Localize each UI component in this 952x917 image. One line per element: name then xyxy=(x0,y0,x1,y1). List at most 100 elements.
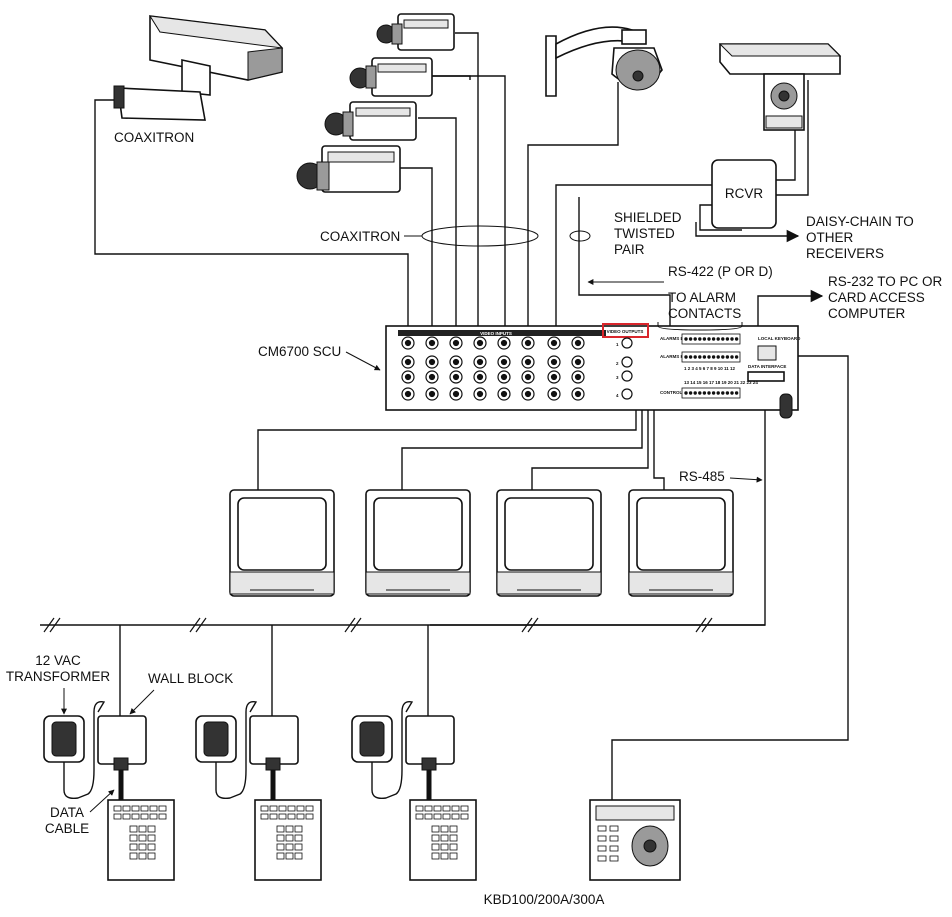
bnc-connector-pin xyxy=(524,358,532,366)
bnc-connector-pin xyxy=(452,373,460,381)
video-outputs-label: VIDEO OUTPUTS xyxy=(607,329,644,334)
terminal-screw xyxy=(707,337,711,341)
terminal-screw xyxy=(716,355,720,359)
terminal-screw xyxy=(734,355,739,359)
terminal-screw xyxy=(730,355,734,359)
transformer-icon xyxy=(195,701,258,800)
transformer-label-line1: 12 VAC xyxy=(35,653,81,668)
bnc-connector-pin xyxy=(428,358,436,366)
bnc-connector-pin xyxy=(476,373,484,381)
video-output-connectors xyxy=(621,337,633,400)
bnc-connector-pin xyxy=(550,373,558,381)
coaxitron-label: COAXITRON xyxy=(320,229,400,244)
wall-block-icon xyxy=(405,715,455,800)
bnc-connector-pin xyxy=(404,339,412,347)
power-cord-plug xyxy=(779,393,793,419)
transformer-icon xyxy=(43,701,106,800)
terminal-screw xyxy=(693,391,697,395)
terminal-screw xyxy=(716,337,720,341)
keyboard-station xyxy=(43,701,175,881)
terminal-screw xyxy=(721,391,725,395)
monitor-icon xyxy=(496,489,602,597)
bnc-connector-pin xyxy=(500,390,508,398)
data-interface-terminal xyxy=(747,371,785,382)
bnc-connector-pin xyxy=(452,339,460,347)
monitor-icon xyxy=(628,489,734,597)
bnc-connector-pin xyxy=(550,390,558,398)
terminal-screw xyxy=(730,391,734,395)
rj-port xyxy=(757,345,777,361)
terminal-screw xyxy=(711,391,716,395)
transformer-icon xyxy=(351,701,414,800)
alarm-numbers-high: 13 14 15 16 17 18 19 20 21 22 23 24 xyxy=(684,380,758,385)
alarms-low-label: ALARMS LOW xyxy=(660,336,692,341)
terminal-screw xyxy=(734,337,739,341)
terminal-screw xyxy=(688,337,693,341)
bnc-connector-pin xyxy=(428,339,436,347)
alarm-label-line1: TO ALARM xyxy=(668,290,736,305)
data-cable-label-line2: CABLE xyxy=(45,821,89,836)
shielded-label-line1: SHIELDED xyxy=(614,210,682,225)
camera-icon xyxy=(296,145,401,193)
bnc-connector-pin xyxy=(524,339,532,347)
camera-icon xyxy=(349,57,433,97)
bnc-connector-pin xyxy=(500,339,508,347)
bnc-connector-pin xyxy=(404,390,412,398)
shielded-label-line3: PAIR xyxy=(614,242,645,257)
bnc-connector-pin xyxy=(452,358,460,366)
keyboard-icon xyxy=(254,799,322,881)
video-input-connectors xyxy=(401,336,585,401)
bnc-connector-pin xyxy=(500,358,508,366)
terminal-screw xyxy=(707,391,711,395)
terminal-screw xyxy=(711,355,716,359)
bnc-connector-pin xyxy=(428,390,436,398)
bnc-connector-pin xyxy=(574,373,582,381)
daisy-chain-label-line3: RECEIVERS xyxy=(806,246,884,261)
wiring xyxy=(40,32,849,800)
bnc-connector-pin xyxy=(428,373,436,381)
video-inputs-label: VIDEO INPUTS xyxy=(480,331,512,336)
alarm-label-line2: CONTACTS xyxy=(668,306,741,321)
bnc-connector-pin xyxy=(404,358,412,366)
keyboard-icon xyxy=(107,799,175,881)
video-outputs-highlight xyxy=(602,323,649,338)
wall-block-label: WALL BLOCK xyxy=(148,671,233,686)
video-output-number: 1 xyxy=(616,342,619,347)
bnc-connector-pin xyxy=(550,358,558,366)
wall-block-icon xyxy=(249,715,299,800)
bnc-connector-pin xyxy=(476,390,484,398)
terminal-screw xyxy=(716,391,720,395)
dome-camera-icon xyxy=(545,26,663,97)
data-cable-label-line1: DATA xyxy=(50,805,84,820)
bnc-connector-pin xyxy=(574,390,582,398)
rs232-label-line1: RS-232 TO PC OR xyxy=(828,274,943,289)
terminal-screw xyxy=(684,355,688,359)
terminal-screw xyxy=(734,391,739,395)
terminal-screw xyxy=(711,337,716,341)
bnc-connector-pin xyxy=(550,339,558,347)
shielded-label-line2: TWISTED xyxy=(614,226,675,241)
local-keyboard-label: LOCAL KEYBOARD xyxy=(758,336,801,341)
daisy-chain-label-line2: OTHER xyxy=(806,230,854,245)
receiver-box: RCVR xyxy=(711,159,777,229)
terminal-screw xyxy=(684,337,688,341)
terminal-screw xyxy=(725,337,730,341)
transformer-label-line2: TRANSFORMER xyxy=(6,669,111,684)
video-output-number: 2 xyxy=(616,361,619,366)
twisted-pair-indicator xyxy=(569,230,591,242)
bnc-connector-pin xyxy=(524,373,532,381)
terminal-screw xyxy=(721,337,725,341)
bus-break-marks xyxy=(43,617,713,633)
wall-block-icon xyxy=(97,715,147,800)
terminal-screw xyxy=(707,355,711,359)
data-interface-label: DATA INTERFACE xyxy=(748,364,786,369)
bnc-connector-pin xyxy=(574,358,582,366)
terminal-screw xyxy=(702,391,707,395)
terminal-screw xyxy=(698,391,702,395)
alarms-high-label: ALARMS HIGH xyxy=(660,354,692,359)
terminal-screw xyxy=(698,355,702,359)
bnc-connector-pin xyxy=(524,390,532,398)
receiver-label: RCVR xyxy=(725,186,764,201)
coax-bundle-indicator xyxy=(421,225,539,247)
